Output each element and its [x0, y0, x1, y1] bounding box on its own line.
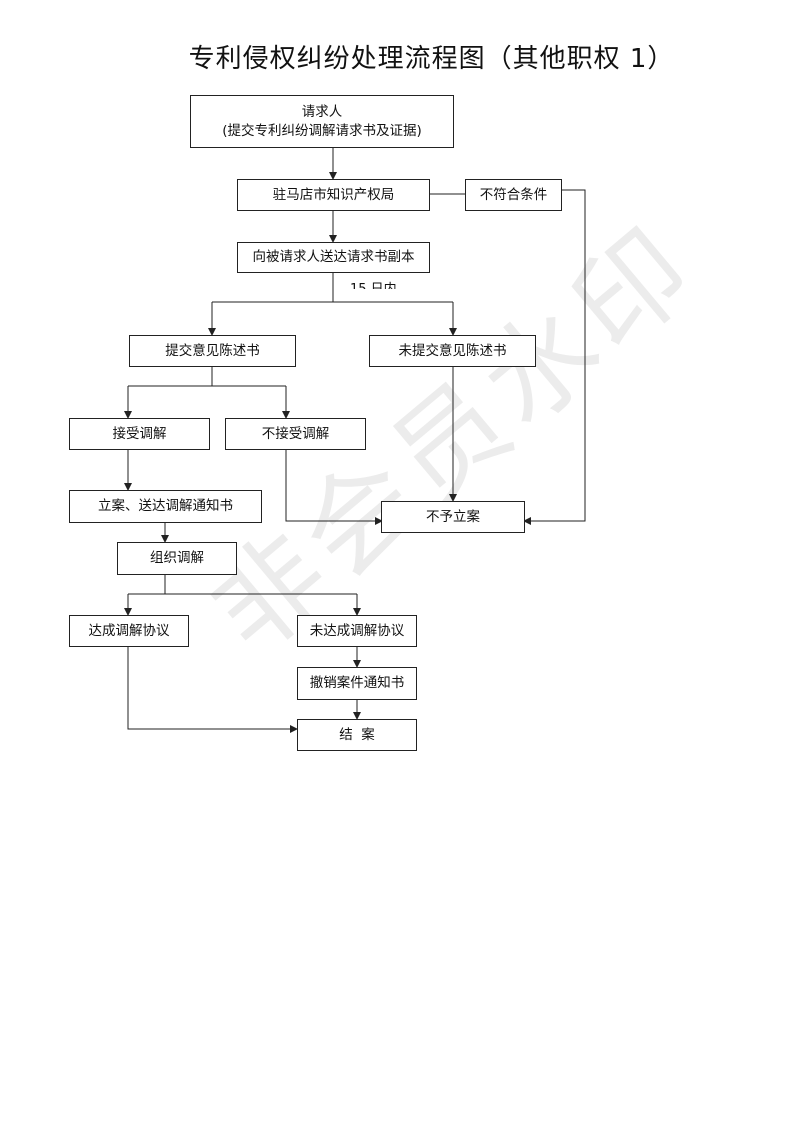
node-requester-line1: 请求人 — [301, 104, 343, 121]
node-not-qualified: 不符合条件 — [465, 179, 562, 211]
node-requester: 请求人 (提交专利纠纷调解请求书及证据) — [190, 95, 454, 148]
time-limit-note: 15 日内 — [350, 280, 397, 289]
arrow-agreement-to-close — [127, 646, 298, 733]
node-no-opinion: 未提交意见陈述书 — [369, 335, 536, 367]
node-requester-line2: (提交专利纠纷调解请求书及证据) — [222, 122, 422, 139]
arrow-not-accept-to-no-case — [285, 449, 383, 525]
node-agreement: 达成调解协议 — [69, 615, 189, 647]
node-ip-office: 驻马店市知识产权局 — [237, 179, 430, 211]
node-no-case: 不予立案 — [381, 501, 525, 533]
node-not-accept: 不接受调解 — [225, 418, 366, 450]
arrow-not-qualified-to-no-case — [523, 189, 586, 525]
node-close: 结 案 — [297, 719, 417, 751]
node-withdraw: 撤销案件通知书 — [297, 667, 417, 700]
node-send-copy: 向被请求人送达请求书副本 — [237, 242, 430, 273]
node-submit-opinion: 提交意见陈述书 — [129, 335, 296, 367]
page-title: 专利侵权纠纷处理流程图（其他职权 1） — [188, 44, 675, 74]
node-organize: 组织调解 — [117, 542, 237, 575]
node-no-agreement: 未达成调解协议 — [297, 615, 417, 647]
node-accept: 接受调解 — [69, 418, 210, 450]
node-file-case: 立案、送达调解通知书 — [69, 490, 262, 523]
